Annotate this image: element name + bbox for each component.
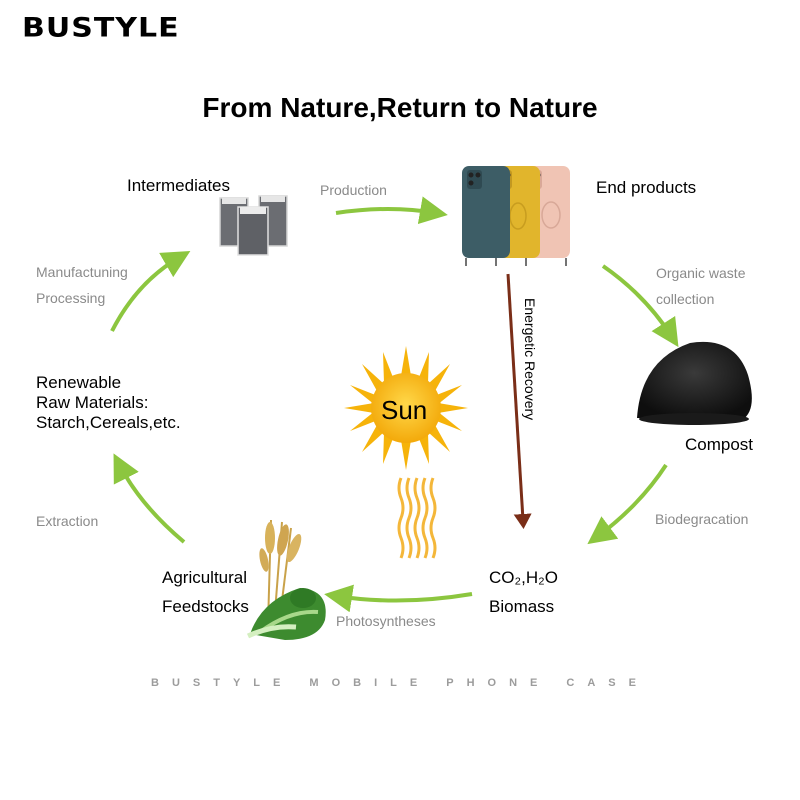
intermediates-icon — [220, 196, 287, 255]
footer-tagline: BUSTYLE MOBILE PHONE CASE — [0, 677, 800, 689]
biodegradation-label: Biodegracation — [655, 506, 748, 532]
intermediates-label: Intermediates — [127, 175, 230, 196]
starch-cereals-line: Starch,Cereals,etc. — [36, 413, 181, 433]
agricultural-line: Agricultural — [162, 563, 249, 592]
co2-label: CO₂,H₂O — [489, 563, 558, 592]
arrow-production — [336, 209, 436, 213]
raw-materials-line: Raw Materials: — [36, 393, 181, 413]
arrow-photosyntheses — [336, 594, 472, 601]
feedstocks-line: Feedstocks — [162, 592, 249, 621]
energetic-recovery-label: Energetic Recovery — [522, 298, 538, 420]
renewable-line: Renewable — [36, 373, 181, 393]
manufacturing-line: Manufactuning — [36, 259, 128, 285]
processing-line: Processing — [36, 285, 128, 311]
sun-rays-icon — [399, 478, 435, 558]
end-products-label: End products — [596, 177, 696, 198]
renewable-raw-materials-label: Renewable Raw Materials: Starch,Cereals,… — [36, 373, 181, 433]
organic-waste-line: Organic waste — [656, 260, 745, 286]
extraction-label: Extraction — [36, 508, 98, 534]
collection-line: collection — [656, 286, 745, 312]
phone-cases-icon — [462, 166, 570, 266]
compost-label: Compost — [685, 434, 753, 455]
biomass-label: Biomass — [489, 592, 558, 621]
arrow-extraction — [119, 464, 184, 542]
compost-icon — [637, 342, 752, 425]
wheat-vegetable-icon — [248, 520, 326, 640]
organic-waste-label: Organic waste collection — [656, 260, 745, 312]
arrow-energetic-recovery — [508, 274, 523, 520]
manufacturing-processing-label: Manufactuning Processing — [36, 259, 128, 311]
co2-biomass-label: CO₂,H₂O Biomass — [489, 563, 558, 621]
photosyntheses-label: Photosyntheses — [336, 608, 436, 634]
production-label: Production — [320, 177, 387, 203]
agricultural-feedstocks-label: Agricultural Feedstocks — [162, 563, 249, 621]
sun-label: Sun — [381, 395, 427, 426]
